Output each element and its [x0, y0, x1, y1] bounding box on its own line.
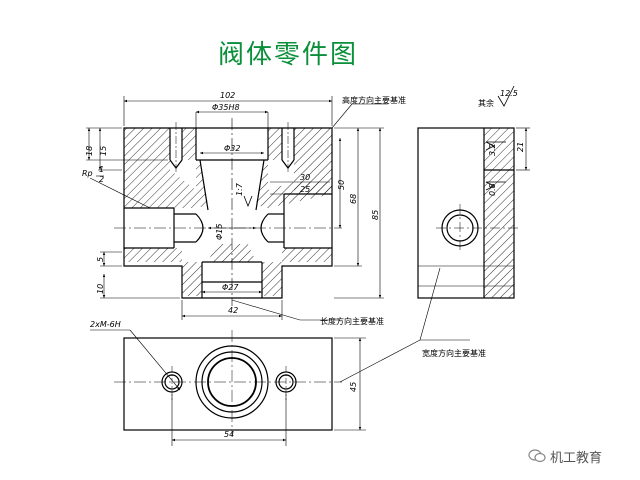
dim-21: 21: [516, 142, 525, 152]
dim-50: 50: [337, 180, 346, 190]
thread-den: 2: [99, 175, 104, 184]
holes-callout: 2xM-6H: [90, 320, 121, 329]
top-view: [114, 330, 342, 436]
dim-15: 15: [99, 146, 108, 156]
roughness-rest-label: 其余: [478, 98, 494, 108]
width-datum-label: 宽度方向主要基准: [422, 348, 486, 358]
dim-bore-27: Φ27: [222, 283, 239, 292]
front-view-dim-text: 102 Φ35H8 Φ32 Φ27 42 18 15 5 10 85 68 50…: [82, 91, 406, 326]
dim-30: 30: [300, 173, 310, 182]
taper-1-7: 1:7: [235, 182, 244, 196]
thread-rp: Rp: [82, 169, 93, 178]
roughness-symbols: [485, 85, 515, 191]
dim-54: 54: [224, 430, 234, 439]
dim-42: 42: [228, 306, 238, 315]
side-view-dimensions: [339, 127, 530, 383]
wechat-icon: [528, 449, 546, 463]
length-datum-label: 长度方向主要基准: [320, 316, 384, 326]
side-view: [417, 127, 520, 299]
thread-num: 1: [99, 165, 104, 174]
top-view-dimensions: [90, 329, 366, 446]
drawing-title: 阀体零件图: [217, 40, 358, 70]
front-view: [114, 118, 342, 306]
watermark: 机工教育: [528, 445, 602, 467]
height-datum-label: 高度方向主要基准: [342, 95, 406, 105]
front-view-dimensions: [86, 96, 388, 321]
dim-10: 10: [96, 284, 105, 294]
roughness-0-8: 0.8: [488, 183, 497, 196]
dim-bore-32: Φ32: [224, 144, 240, 153]
roughness-3-2: 3.2: [488, 143, 497, 156]
dim-5: 5: [96, 257, 105, 262]
dim-68: 68: [349, 194, 358, 204]
dim-45: 45: [349, 382, 358, 392]
dim-bore-35h8: Φ35H8: [212, 103, 240, 112]
roughness-12-5: 12.5: [500, 89, 518, 98]
dim-25: 25: [300, 185, 310, 194]
watermark-text: 机工教育: [550, 450, 603, 466]
dim-85: 85: [371, 210, 380, 220]
section-hatch: [124, 128, 332, 296]
dim-bore-15: Φ15: [215, 224, 224, 240]
side-view-dim-text: 21 3.2 0.8 其余 12.5 宽度方向主要基准: [422, 89, 525, 358]
dim-102: 102: [220, 91, 235, 100]
top-view-dim-text: 54 45 2xM-6H: [90, 320, 358, 439]
dim-18: 18: [85, 146, 94, 156]
